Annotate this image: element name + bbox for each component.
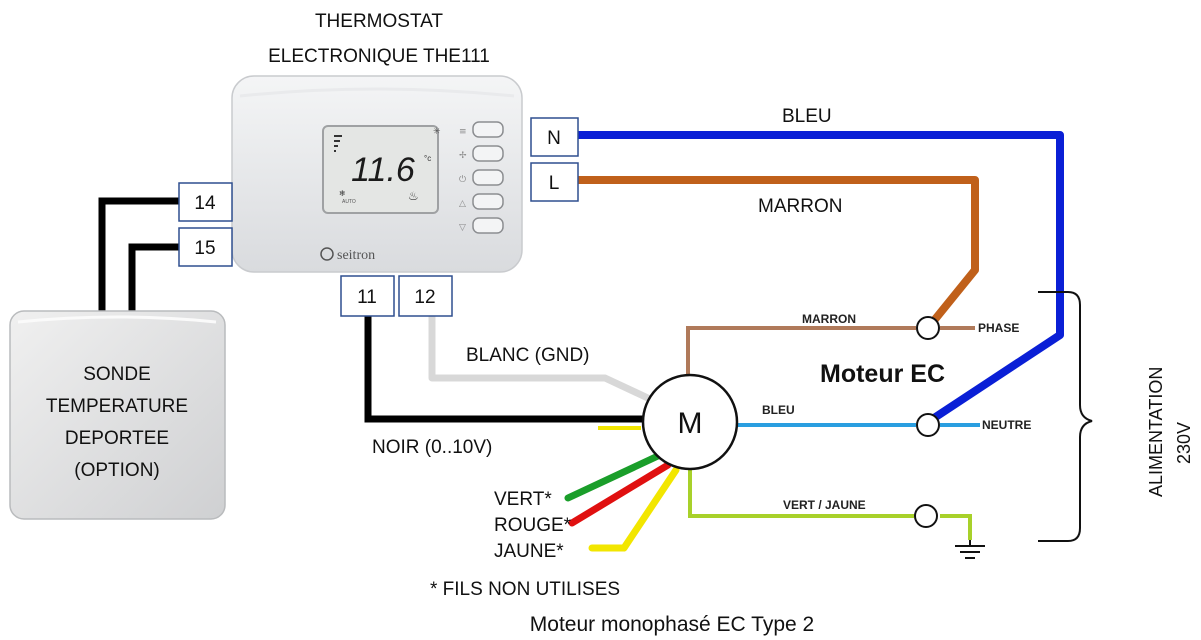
mode-button[interactable] (472, 121, 504, 138)
supply-label-line1: ALIMENTATION (1146, 367, 1166, 497)
terminal-12: 12 (398, 275, 453, 317)
green-wire (564, 451, 664, 502)
probe-label-line1: SONDE (83, 364, 151, 385)
display-temperature: 11.6 (351, 151, 415, 189)
thermostat-display (322, 125, 439, 214)
terminal-l: L (530, 162, 579, 202)
down-button[interactable] (472, 217, 504, 234)
motor-label-bleu: BLEU (762, 403, 795, 417)
svg-text:15: 15 (194, 238, 215, 259)
fan-button[interactable] (472, 145, 504, 162)
motor-symbol (641, 373, 739, 471)
brand-name: seitron (337, 248, 375, 263)
motor-symbol-letter: M (678, 407, 703, 440)
terminal-14: 14 (178, 182, 233, 222)
down-icon: ▽ (459, 223, 466, 233)
label-marron-top: MARRON (758, 196, 842, 217)
label-bleu-top: BLEU (782, 106, 832, 127)
snow-icon: ❄ (339, 189, 346, 198)
blue-wire-n (578, 131, 1064, 426)
motor-brown-wire (686, 326, 916, 378)
probe-label-line2: TEMPERATURE (46, 396, 188, 417)
brown-wire-l (578, 176, 979, 331)
flame-icon: ♨ (408, 189, 419, 203)
label-blanc-gnd: BLANC (GND) (466, 345, 590, 366)
svg-text:12: 12 (414, 287, 435, 308)
svg-text:14: 14 (194, 193, 216, 214)
motor-title: Moteur EC (820, 360, 945, 388)
label-jaune: JAUNE* (494, 541, 564, 562)
thermostat: 11.6 °c AUTO ♨ ❄ ✳ ≡ ✢ ⏻ △ ▽ seitron (231, 75, 523, 273)
thermostat-title-line2: ELECTRONIQUE THE111 (268, 46, 490, 67)
earth-node (914, 504, 938, 528)
probe-label-line4: (OPTION) (74, 460, 160, 481)
black-wire-14 (98, 197, 180, 318)
fan-level-icon (334, 135, 342, 152)
motor-label-vert-jaune: VERT / JAUNE (783, 498, 866, 512)
svg-text:L: L (549, 173, 560, 194)
label-rouge: ROUGE* (494, 515, 572, 536)
mode-icon: ≡ (459, 127, 467, 137)
motor-label-neutre: NEUTRE (982, 418, 1031, 432)
black-wire-15 (128, 243, 180, 318)
motor-green-wire (688, 470, 914, 518)
label-noir: NOIR (0..10V) (372, 437, 492, 458)
svg-text:N: N (547, 128, 561, 149)
phase-node (916, 316, 940, 340)
up-button[interactable] (472, 193, 504, 210)
display-unit: °c (424, 154, 431, 163)
power-button[interactable] (472, 169, 504, 186)
star-icon: ✳ (433, 127, 441, 137)
red-wire (568, 461, 672, 527)
earth-wire (940, 514, 972, 540)
motor-label-phase: PHASE (978, 321, 1019, 335)
svg-text:11: 11 (357, 287, 377, 308)
unused-wires-note: * FILS NON UTILISES (430, 579, 620, 600)
thermostat-buttons: ≡ ✢ ⏻ △ ▽ (459, 121, 504, 234)
motor-label-marron: MARRON (802, 312, 856, 326)
yellow-wire (588, 466, 680, 552)
display-mode: AUTO (342, 199, 356, 205)
label-vert: VERT* (494, 489, 552, 510)
temperature-probe: SONDE TEMPERATURE DEPORTEE (OPTION) (9, 310, 226, 520)
brand-logo-icon (320, 247, 334, 261)
white-wire-12 (428, 316, 654, 404)
neutral-node (916, 413, 940, 437)
fan-icon: ✢ (459, 151, 467, 161)
thermostat-title-line1: THERMOSTAT (315, 11, 443, 32)
black-wire-11 (364, 316, 647, 423)
up-icon: △ (459, 199, 466, 209)
supply-label-line2: 230V (1174, 422, 1194, 464)
diagram-caption: Moteur monophasé EC Type 2 (530, 613, 814, 636)
power-icon: ⏻ (459, 174, 466, 185)
terminal-15: 15 (178, 227, 233, 267)
ground-icon (955, 540, 985, 559)
probe-label-line3: DEPORTEE (65, 428, 169, 449)
terminal-11: 11 (340, 275, 395, 317)
supply-bracket (1038, 291, 1093, 542)
terminal-n: N (530, 117, 579, 157)
